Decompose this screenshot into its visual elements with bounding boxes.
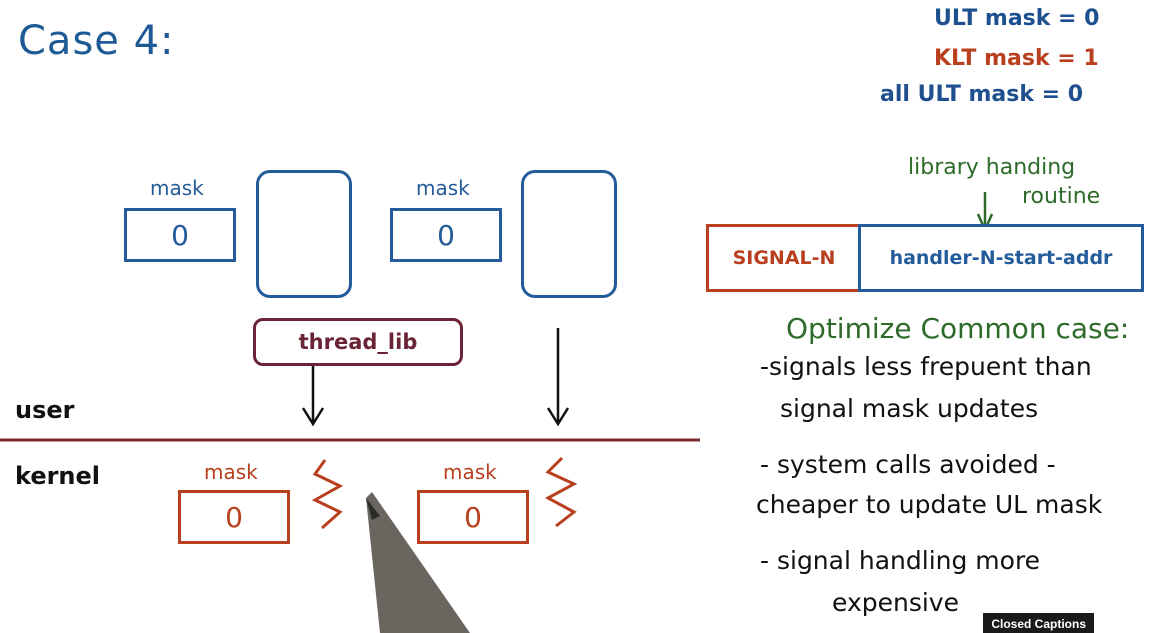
user-thread-box-2 (521, 170, 617, 298)
optimize-heading: Optimize Common case: (786, 312, 1130, 345)
kernel-mask-label-2: mask (443, 460, 497, 484)
all-ult-mask-note: all ULT mask = 0 (880, 82, 1084, 107)
user-mask-box-2: 0 (390, 208, 502, 262)
signal-cell: SIGNAL-N (706, 224, 862, 292)
user-mask-box-1: 0 (124, 208, 236, 262)
user-thread-box-1 (256, 170, 352, 298)
kernel-mask-label-1: mask (204, 460, 258, 484)
klt-mask-note: KLT mask = 1 (934, 46, 1099, 71)
pen-pointer (366, 492, 470, 633)
handler-cell: handler-N-start-addr (858, 224, 1144, 292)
user-layer-label: user (15, 396, 75, 424)
kernel-thread-squiggle-1 (311, 459, 344, 530)
bullet-3-line-2: expensive (832, 588, 959, 617)
slide-title: Case 4: (18, 18, 175, 64)
kernel-mask-box-1: 0 (178, 490, 290, 544)
bullet-2-line-1: - system calls avoided - (760, 450, 1056, 479)
thread-lib-box: thread_lib (253, 318, 463, 366)
bullet-1-line-1: -signals less frepuent than (760, 352, 1092, 381)
kernel-mask-box-2: 0 (417, 490, 529, 544)
bullet-3-line-1: - signal handling more (760, 546, 1041, 575)
kernel-layer-label: kernel (15, 462, 101, 490)
library-handling-annotation-line1: library handing (908, 155, 1076, 180)
closed-captions-button[interactable]: Closed Captions (983, 613, 1094, 633)
arrow-thread-2 (546, 328, 570, 427)
bullet-2-line-2: cheaper to update UL mask (756, 490, 1103, 519)
user-mask-label-1: mask (150, 176, 204, 200)
user-mask-label-2: mask (416, 176, 470, 200)
bullet-1-line-2: signal mask updates (780, 394, 1039, 423)
kernel-thread-squiggle-2 (544, 456, 578, 528)
ult-mask-note: ULT mask = 0 (934, 6, 1100, 31)
library-handling-annotation-line2: routine (1022, 184, 1101, 209)
